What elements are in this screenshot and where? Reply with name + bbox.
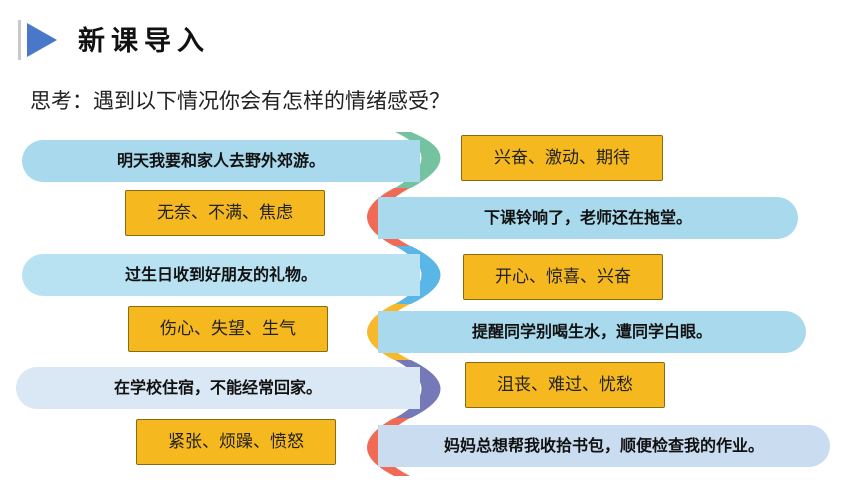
play-triangle-icon [27,23,57,57]
situation-pill-5: 在学校住宿，不能经常回家。 [16,367,420,409]
arc-5 [395,360,441,418]
arc-1 [395,132,441,188]
situation-pill-2: 下课铃响了，老师还在拖堂。 [378,197,798,239]
question-text: 思考：遇到以下情况你会有怎样的情绪感受？ [30,89,450,113]
title-divider [18,20,21,60]
emotion-box-1: 兴奋、激动、期待 [461,135,663,181]
situation-pill-1: 明天我要和家人去野外郊游。 [22,140,420,182]
emotion-box-5: 沮丧、难过、忧愁 [465,362,665,408]
emotion-box-3: 开心、惊喜、兴奋 [463,254,663,300]
emotion-box-6: 紧张、烦躁、愤怒 [136,419,336,465]
emotion-box-2: 无奈、不满、焦虑 [125,190,325,236]
situation-pill-6: 妈妈总想帮我收拾书包，顺便检查我的作业。 [378,425,830,467]
arc-3 [395,246,441,304]
page-title: 新课导入 [78,26,210,57]
arc-2 [367,188,410,246]
situation-pill-4: 提醒同学别喝生水，遭同学白眼。 [378,311,806,353]
situation-pill-3: 过生日收到好朋友的礼物。 [22,254,420,296]
arc-6 [367,418,410,476]
arc-4 [367,304,410,360]
emotion-box-4: 伤心、失望、生气 [128,306,328,352]
